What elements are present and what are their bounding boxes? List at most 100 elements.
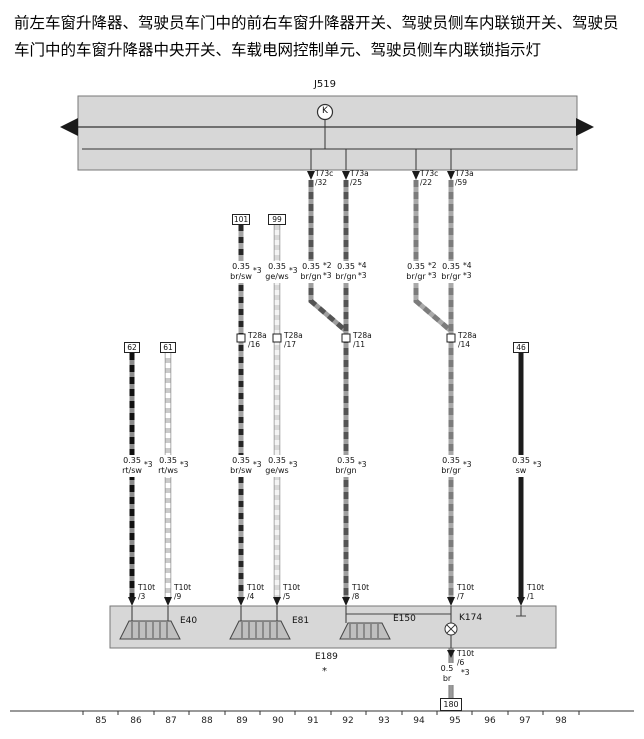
- connector-pin-label: T10t/1: [527, 583, 545, 601]
- footnote-ref: *4*3: [463, 261, 472, 280]
- wire-gauge: 0.35: [337, 262, 355, 271]
- connector-pin-label: T28a/17: [284, 331, 303, 349]
- wire-color-code: br/gn: [335, 272, 357, 281]
- ruler-number: 97: [519, 716, 531, 726]
- connector-pin-label: T10t/3: [138, 583, 156, 601]
- reference-box: 61: [160, 342, 176, 353]
- ruler-ticks: [82, 711, 580, 715]
- footnote-ref: *3: [253, 266, 262, 275]
- wire-color-code: br/sw: [230, 466, 252, 475]
- wire-label: 0.35 br/gr: [400, 261, 432, 283]
- wire-label: 0.35 ge/ws: [261, 261, 293, 283]
- wire-gauge: 0.35: [268, 262, 286, 271]
- component-label: E189: [315, 652, 338, 662]
- title-line-1: 前左车窗升降器、驾驶员车门中的前右车窗升降器开关、驾驶员侧车内联锁开关、驾驶员: [14, 14, 619, 32]
- wire-color-code: ge/ws: [265, 466, 289, 475]
- ruler-number: 92: [342, 716, 354, 726]
- right-arrow-icon: [576, 118, 594, 136]
- ruler-number: 95: [449, 716, 461, 726]
- wire-color-code: sw: [515, 466, 527, 475]
- ruler-number: 86: [130, 716, 142, 726]
- component-symbol-e81: [229, 620, 291, 640]
- wire-color-code: br/gr: [441, 466, 461, 475]
- reference-box: 99: [268, 214, 286, 225]
- wire-gauge: 0.35: [512, 456, 530, 465]
- connector-pin-label: T73a/59: [455, 169, 474, 187]
- wire-gauge: 0.35: [123, 456, 141, 465]
- ruler-number: 89: [236, 716, 248, 726]
- bus-node-symbol: K: [322, 106, 328, 116]
- wire-gauge: 0.35: [268, 456, 286, 465]
- wire-gauge: 0.35: [407, 262, 425, 271]
- wire-arrows: [128, 171, 525, 658]
- wire-gauge: 0.5: [440, 664, 454, 673]
- terminal-box: 180: [440, 698, 462, 711]
- connector-pin-label: T28a/14: [458, 331, 477, 349]
- footnote-ref: *2*3: [323, 261, 332, 280]
- ruler-number: 91: [307, 716, 319, 726]
- wire-label: 0.35 br/gr: [435, 455, 467, 477]
- wire-label: 0.35 br/gn: [330, 455, 362, 477]
- connector-pin-label: T73a/25: [350, 169, 369, 187]
- footnote-ref: *3: [253, 460, 262, 469]
- wire-gauge: 0.35: [442, 262, 460, 271]
- title-line-2: 车门中的车窗升降器中央开关、车载电网控制单元、驾驶员侧车内联锁指示灯: [14, 41, 542, 59]
- wire-color-code: br/sw: [230, 272, 252, 281]
- wire-label: 0.35 br/gr: [435, 261, 467, 283]
- reference-box: 101: [232, 214, 250, 225]
- ruler-number: 96: [484, 716, 496, 726]
- wire-label: 0.35 rt/sw: [116, 455, 148, 477]
- ruler: [10, 710, 634, 715]
- connector-pin-label: T10t/9: [174, 583, 192, 601]
- footnote-ref: *: [322, 666, 327, 677]
- connector-squares: [236, 333, 456, 343]
- wire-label: 0.35 ge/ws: [261, 455, 293, 477]
- wire-color-code: rt/ws: [158, 466, 178, 475]
- ruler-number: 94: [413, 716, 425, 726]
- wire-gauge: 0.35: [337, 456, 355, 465]
- footnote-ref: *4*3: [358, 261, 367, 280]
- reference-box: 62: [124, 342, 140, 353]
- wire-gauge: 0.35: [302, 262, 320, 271]
- wire-gauge: 0.35: [159, 456, 177, 465]
- page-title: 前左车窗升降器、驾驶员车门中的前右车窗升降器开关、驾驶员侧车内联锁开关、驾驶员 …: [14, 10, 636, 64]
- wire-label: 0.35 br/gn: [330, 261, 362, 283]
- connector-pin-label: T28a/16: [248, 331, 267, 349]
- connector-pin-label: T73c/22: [420, 169, 439, 187]
- footnote-ref: *3: [180, 460, 189, 469]
- bus-node-circle: [316, 103, 334, 121]
- wire-gauge: 0.35: [442, 456, 460, 465]
- ruler-number: 93: [378, 716, 390, 726]
- wire-color-code: br/gr: [441, 272, 461, 281]
- connector-pin-label: T73c/32: [315, 169, 334, 187]
- connector-pin-label: T28a/11: [353, 331, 372, 349]
- wire-color-code: rt/sw: [122, 466, 142, 475]
- left-arrow-icon: [60, 118, 78, 136]
- footnote-ref: *3: [289, 460, 298, 469]
- wire-label: 0.5 br: [437, 663, 457, 685]
- wire-color-code: br/gr: [406, 272, 426, 281]
- reference-box: 46: [513, 342, 529, 353]
- wire-gauge: 0.35: [232, 262, 250, 271]
- connector-pin-label: T10t/6: [457, 649, 475, 667]
- footnote-ref: *3: [358, 460, 367, 469]
- wire-color-code: br/gn: [335, 466, 357, 475]
- connector-pin-label: T10t/5: [283, 583, 301, 601]
- component-symbol-e40: [119, 620, 181, 640]
- bus-bar: [60, 95, 594, 171]
- wire-color-code: ge/ws: [265, 272, 289, 281]
- wire-label: 0.35 rt/ws: [152, 455, 184, 477]
- footnote-ref: *3: [463, 460, 472, 469]
- wire-color-code: br/gn: [300, 272, 322, 281]
- wire-label: 0.35 br/gn: [295, 261, 327, 283]
- connector-pin-label: T10t/4: [247, 583, 265, 601]
- ruler-number: 90: [272, 716, 284, 726]
- wire-br-gn-diagonal: [308, 180, 348, 333]
- connector-pin-label: T10t/7: [457, 583, 475, 601]
- component-label: K174: [459, 613, 483, 623]
- wire-br-gr-diagonal: [413, 180, 453, 333]
- footnote-ref: *2*3: [428, 261, 437, 280]
- component-symbol-e150: [339, 622, 391, 640]
- control-unit-box: [109, 605, 557, 649]
